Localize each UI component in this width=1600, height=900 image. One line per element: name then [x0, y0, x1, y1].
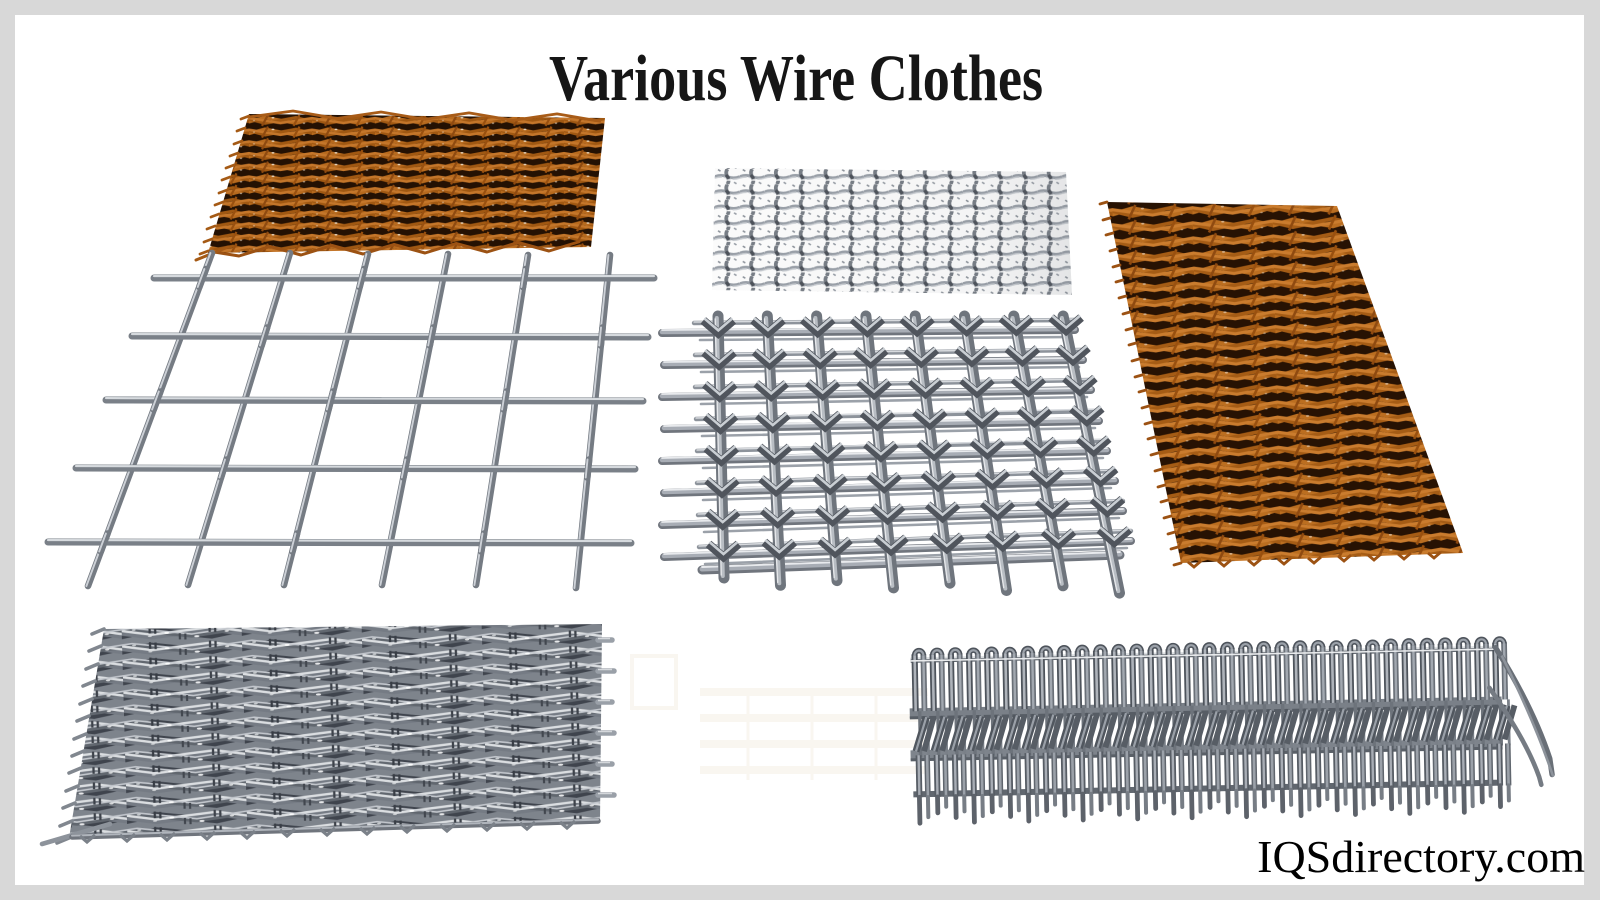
svg-text:IQSdirectory.com: IQSdirectory.com: [1257, 831, 1585, 882]
svg-text:Various Wire Clothes: Various Wire Clothes: [549, 42, 1043, 115]
